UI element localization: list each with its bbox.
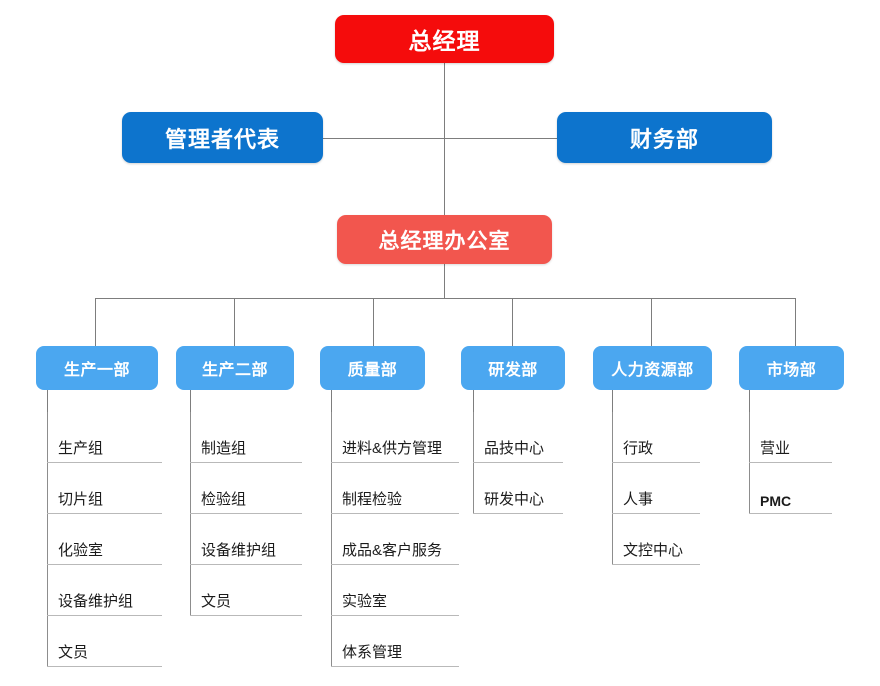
list-item[interactable]: 切片组 xyxy=(47,463,162,514)
subitem-label: 人事 xyxy=(623,491,654,508)
node-department-1-label: 生产二部 xyxy=(201,362,268,379)
list-item[interactable]: 设备维护组 xyxy=(47,565,162,616)
node-management-representative[interactable]: 管理者代表 xyxy=(122,112,323,163)
list-item[interactable]: 成品&客户服务 xyxy=(331,514,459,565)
node-department-1[interactable]: 生产二部 xyxy=(176,346,294,390)
node-department-4-label: 人力资源部 xyxy=(611,362,694,379)
list-item[interactable]: 制程检验 xyxy=(331,463,459,514)
connector-stub-3 xyxy=(331,390,332,412)
connector-drop-3 xyxy=(373,298,374,346)
node-gm-office-label: 总经理办公室 xyxy=(378,229,511,253)
list-item[interactable]: 生产组 xyxy=(47,412,162,463)
subitem-label: PMC xyxy=(760,493,792,509)
connector-drop-6 xyxy=(795,298,796,346)
list-item[interactable]: 制造组 xyxy=(190,412,302,463)
node-finance-department-label: 财务部 xyxy=(629,126,699,152)
list-item[interactable]: 进料&供方管理 xyxy=(331,412,459,463)
connector-stub-2 xyxy=(190,390,191,412)
list-item[interactable]: 品技中心 xyxy=(473,412,563,463)
subitem-label: 体系管理 xyxy=(342,644,403,661)
subcolumn-0: 生产组 切片组 化验室 设备维护组 文员 xyxy=(47,412,162,667)
node-gm-office[interactable]: 总经理办公室 xyxy=(337,215,552,264)
subcolumn-1: 制造组 检验组 设备维护组 文员 xyxy=(190,412,302,616)
subcolumn-4: 行政 人事 文控中心 xyxy=(612,412,700,565)
subcolumn-2: 进料&供方管理 制程检验 成品&客户服务 实验室 体系管理 xyxy=(331,412,459,667)
node-department-2[interactable]: 质量部 xyxy=(320,346,425,390)
subcolumn-2-spine xyxy=(331,412,332,667)
list-item[interactable]: 设备维护组 xyxy=(190,514,302,565)
node-general-manager[interactable]: 总经理 xyxy=(335,15,554,63)
node-department-4[interactable]: 人力资源部 xyxy=(593,346,712,390)
list-item[interactable]: 营业 xyxy=(749,412,832,463)
node-department-0[interactable]: 生产一部 xyxy=(36,346,158,390)
list-item[interactable]: 化验室 xyxy=(47,514,162,565)
list-item[interactable]: 文控中心 xyxy=(612,514,700,565)
list-item[interactable]: 实验室 xyxy=(331,565,459,616)
node-department-3[interactable]: 研发部 xyxy=(461,346,565,390)
subcolumn-4-spine xyxy=(612,412,613,565)
subitem-label: 文控中心 xyxy=(623,542,684,559)
list-item[interactable]: 人事 xyxy=(612,463,700,514)
subcolumn-5: 营业 PMC xyxy=(749,412,832,514)
list-item[interactable]: 体系管理 xyxy=(331,616,459,667)
node-general-manager-label: 总经理 xyxy=(408,28,481,54)
subcolumn-1-spine xyxy=(190,412,191,616)
subitem-label: 文员 xyxy=(58,644,89,661)
subcolumn-0-spine xyxy=(47,412,48,667)
subcolumn-3: 品技中心 研发中心 xyxy=(473,412,563,514)
subitem-label: 设备维护组 xyxy=(201,542,277,559)
subitem-label: 研发中心 xyxy=(484,491,545,508)
subcolumn-5-spine xyxy=(749,412,750,514)
subitem-label: 行政 xyxy=(623,440,654,457)
node-finance-department[interactable]: 财务部 xyxy=(557,112,772,163)
list-item[interactable]: 文员 xyxy=(47,616,162,667)
connector-drop-1 xyxy=(95,298,96,346)
connector-dept-bus xyxy=(95,298,795,299)
subitem-label: 化验室 xyxy=(58,542,104,559)
connector-ceo-trunk xyxy=(444,62,445,216)
node-department-5-label: 市场部 xyxy=(766,362,817,379)
list-item[interactable]: 文员 xyxy=(190,565,302,616)
subitem-label: 生产组 xyxy=(58,440,104,457)
subitem-label: 成品&客户服务 xyxy=(342,542,443,559)
list-item[interactable]: 检验组 xyxy=(190,463,302,514)
subitem-label: 文员 xyxy=(201,593,232,610)
subitem-label: 营业 xyxy=(760,440,791,457)
subitem-label: 切片组 xyxy=(58,491,104,508)
subitem-label: 制程检验 xyxy=(342,491,403,508)
node-department-2-label: 质量部 xyxy=(347,362,398,379)
connector-drop-2 xyxy=(234,298,235,346)
connector-drop-5 xyxy=(651,298,652,346)
list-item[interactable]: 研发中心 xyxy=(473,463,563,514)
subitem-label: 检验组 xyxy=(201,491,247,508)
node-department-5[interactable]: 市场部 xyxy=(739,346,844,390)
connector-office-down xyxy=(444,264,445,298)
subitem-label: 进料&供方管理 xyxy=(342,440,443,457)
node-management-representative-label: 管理者代表 xyxy=(164,126,280,152)
connector-peer-bar xyxy=(323,138,557,139)
connector-stub-4 xyxy=(473,390,474,412)
list-item[interactable]: 行政 xyxy=(612,412,700,463)
node-department-0-label: 生产一部 xyxy=(63,362,130,379)
subitem-label: 实验室 xyxy=(342,593,388,610)
connector-stub-6 xyxy=(749,390,750,412)
subcolumn-3-spine xyxy=(473,412,474,514)
subitem-label: 品技中心 xyxy=(484,440,545,457)
node-department-3-label: 研发部 xyxy=(488,362,538,379)
list-item[interactable]: PMC xyxy=(749,463,832,514)
connector-stub-5 xyxy=(612,390,613,412)
connector-stub-1 xyxy=(47,390,48,412)
subitem-label: 设备维护组 xyxy=(58,593,134,610)
subitem-label: 制造组 xyxy=(201,440,247,457)
connector-drop-4 xyxy=(512,298,513,346)
